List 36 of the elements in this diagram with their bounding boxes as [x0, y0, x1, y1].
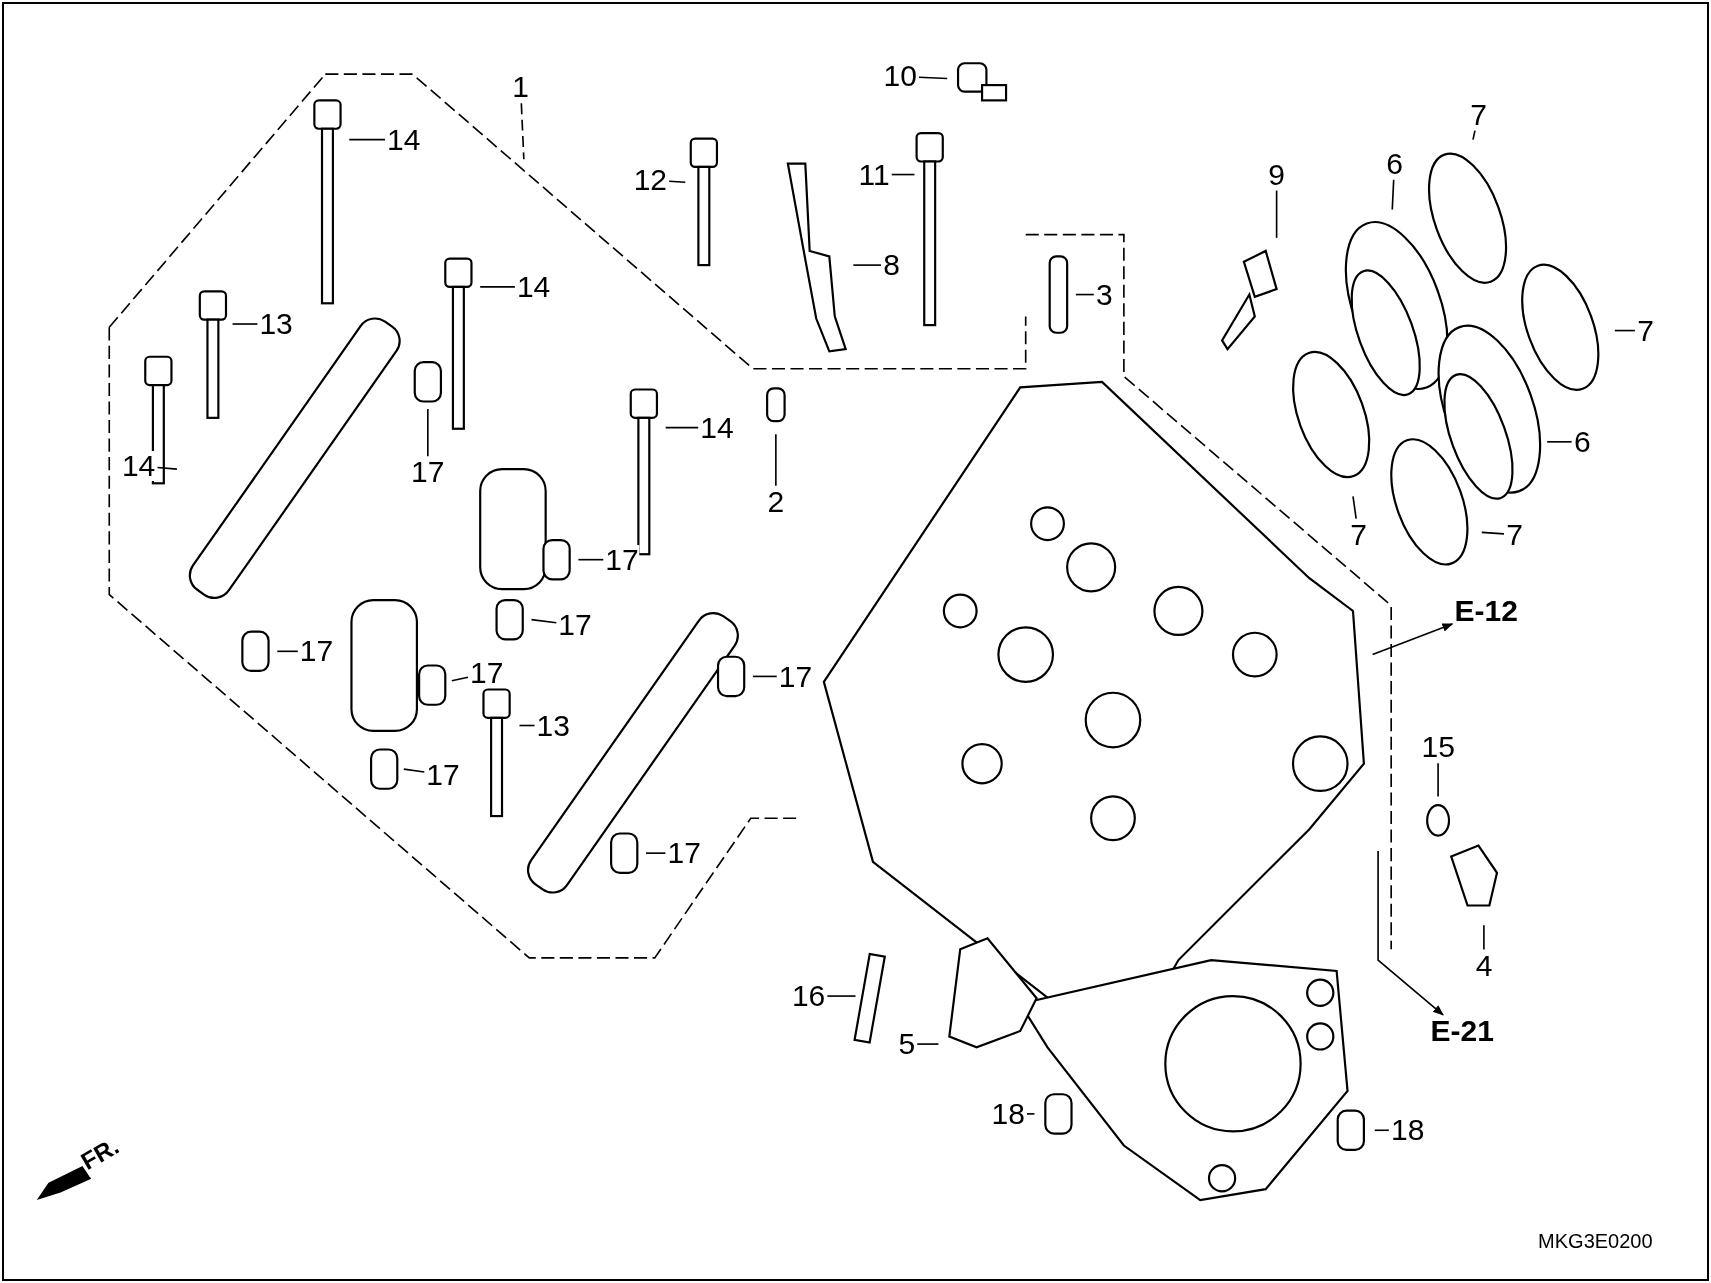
leader-line: [451, 676, 469, 682]
leader-line: [518, 724, 536, 727]
leader-line: [1614, 329, 1636, 332]
leader-line: [775, 433, 777, 487]
leader-line: [1391, 178, 1395, 211]
leader-line: [752, 675, 778, 678]
leader-line: [530, 618, 558, 624]
leader-line: [916, 1043, 940, 1045]
leader-line: [668, 180, 687, 183]
leader-line: [852, 264, 882, 266]
leader-line: [1275, 189, 1278, 239]
leader-line: [918, 76, 948, 80]
leader-line: [645, 852, 667, 854]
leader-line: [577, 558, 605, 561]
leader-line: [479, 286, 516, 288]
arrow: [1377, 850, 1444, 1016]
leader-line: [1483, 924, 1485, 951]
leader-line: [1472, 129, 1476, 141]
leader-line: [1352, 495, 1357, 520]
leader-line: [276, 650, 299, 653]
leader-line: [1374, 1129, 1390, 1132]
leader-line: [427, 408, 429, 458]
leader-line: [348, 138, 386, 141]
leader-line: [156, 466, 178, 470]
leader-line: [826, 995, 857, 997]
leader-line: [1075, 293, 1095, 296]
leader-line: [520, 102, 525, 161]
leader-line: [1480, 531, 1505, 535]
leader-line: [231, 323, 259, 325]
leader-line: [403, 768, 426, 773]
leader-line: [890, 173, 916, 176]
leader-line: [1437, 762, 1439, 798]
leader-line: [1026, 1113, 1036, 1115]
leader-line: [664, 426, 699, 429]
leader-line: [1546, 441, 1573, 443]
arrow: [1371, 623, 1454, 656]
